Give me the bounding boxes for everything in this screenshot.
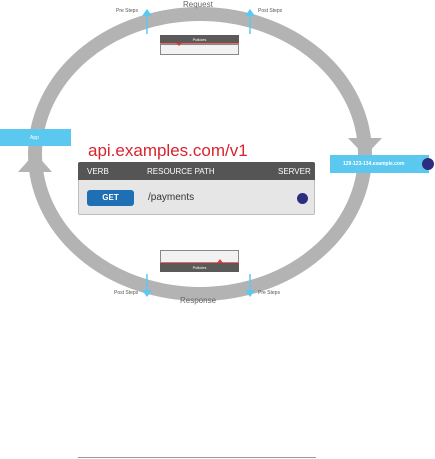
- pre-steps-bottom-label: Pre Steps: [258, 290, 280, 296]
- server-node[interactable]: 129-123-134.example.com: [330, 155, 429, 173]
- post-steps-bottom-arrow: [142, 274, 152, 297]
- request-label: Request: [183, 0, 213, 9]
- app-node[interactable]: App: [0, 129, 71, 146]
- column-resource-path: RESOURCE PATH: [147, 167, 215, 176]
- app-node-label: App: [30, 135, 39, 141]
- column-server: SERVER: [278, 167, 311, 176]
- policies-top[interactable]: Policies: [160, 35, 239, 55]
- policies-top-label: Policies: [192, 37, 207, 42]
- post-steps-bottom-label: Post Steps: [114, 290, 139, 296]
- column-verb: VERB: [87, 167, 109, 176]
- policies-bottom-label: Policies: [192, 265, 207, 270]
- pre-steps-top-arrow: [142, 9, 152, 34]
- api-table-header: VERB RESOURCE PATH SERVER: [78, 162, 315, 180]
- server-indicator-dot: [297, 193, 308, 204]
- post-steps-top-label: Post Steps: [258, 8, 283, 14]
- response-label: Response: [180, 296, 217, 305]
- server-node-label: 129-123-134.example.com: [343, 161, 405, 167]
- policies-bottom[interactable]: Policies: [160, 250, 239, 275]
- post-steps-top-arrow: [245, 9, 255, 34]
- loop-arrowhead-left: [18, 153, 52, 172]
- api-base-url: api.examples.com/v1: [88, 141, 248, 160]
- api-route-table: VERB RESOURCE PATH SERVER GET /payments: [78, 162, 315, 216]
- pre-steps-bottom-arrow: [245, 274, 255, 297]
- server-dot: [422, 158, 434, 170]
- verb-get-button[interactable]: GET: [87, 190, 134, 206]
- resource-path: /payments: [148, 192, 195, 203]
- policies-bottom-marker: [217, 259, 223, 263]
- pre-steps-top-label: Pre Steps: [116, 8, 138, 14]
- api-table-row[interactable]: GET /payments: [78, 180, 315, 215]
- bottom-divider: [78, 457, 316, 458]
- loop-arrowhead-right: [348, 138, 382, 156]
- policies-top-marker: [176, 43, 182, 46]
